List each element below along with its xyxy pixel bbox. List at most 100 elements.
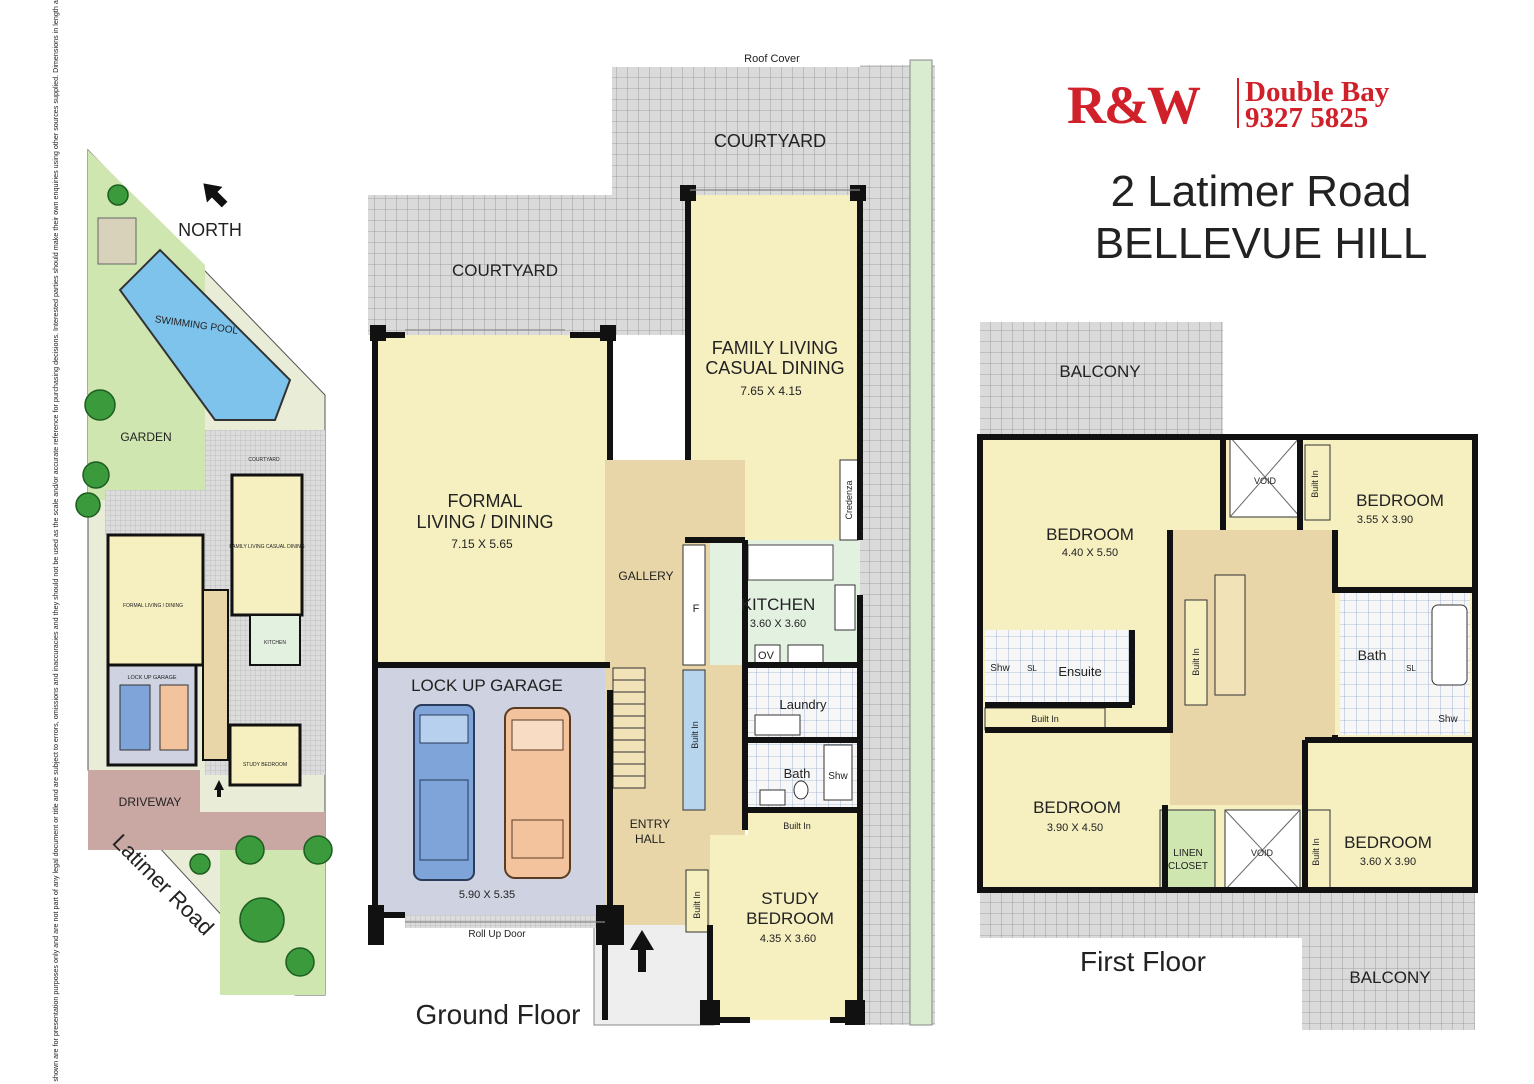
site-study: [228, 723, 302, 787]
courtyard-top-label: COURTYARD: [714, 131, 826, 151]
linen-label-1: LINEN: [1173, 848, 1202, 859]
built-in-bed1: [1184, 599, 1208, 706]
brand-phone: 9327 5825: [1245, 102, 1368, 134]
ground-floor-plan: Roof Cover COURTYARD COURTYARD FAMILY LI…: [368, 53, 935, 1030]
ground-columns: [368, 185, 866, 1025]
built-in-gallery: [682, 669, 706, 811]
built-in-label-bed1: Built In: [1191, 648, 1201, 676]
roof-cover-label: Roof Cover: [744, 53, 800, 65]
kitchen-sink-icon: [834, 584, 856, 631]
study-label-1: STUDY: [761, 889, 819, 908]
void-top-label: VOID: [1254, 476, 1277, 486]
kitchen-bench: [747, 544, 834, 581]
site-formal-label: FORMAL LIVING / DINING: [123, 603, 183, 609]
agency-brand: R&W Double Bay 9327 5825: [1067, 75, 1390, 135]
basin-icon: [759, 789, 786, 806]
bed1-dim: 4.40 X 5.50: [1062, 547, 1118, 559]
bath-label: Bath: [784, 766, 811, 781]
site-courtyard-left: [105, 490, 205, 535]
site-courtyard-label: COURTYARD: [248, 457, 280, 463]
main-bath-label: Bath: [1358, 647, 1387, 663]
courtyard-top: [612, 67, 867, 195]
courtyard-left-label: COURTYARD: [452, 261, 558, 280]
site-car-1: [119, 684, 151, 751]
site-plan: NORTH SWIMMING POOL GARDEN COURTYARD FAM…: [75, 148, 333, 996]
disclaimer: Plans shown are for presentation purpose…: [51, 0, 60, 1084]
shower-label: Shw: [828, 771, 848, 782]
built-in-label-3: Built In: [783, 821, 811, 831]
garage-label: LOCK UP GARAGE: [411, 676, 563, 695]
formal-label-2: LIVING / DINING: [416, 512, 553, 532]
courtyard-left: [368, 195, 688, 335]
credenza-label: Credenza: [844, 480, 854, 519]
linen-label-2: CLOSET: [1168, 861, 1208, 872]
site-formal: [106, 533, 205, 667]
side-planter: [909, 59, 933, 1026]
bed1-label: BEDROOM: [1046, 525, 1134, 544]
site-driveway: [88, 770, 325, 850]
laundry-tub-icon: [754, 714, 801, 736]
built-in-label-1: Built In: [690, 721, 700, 749]
main-bath-shower-label: Shw: [1438, 714, 1458, 725]
lock-up-garage: [375, 665, 610, 915]
kitchen-label: KITCHEN: [741, 595, 816, 614]
north-label: NORTH: [178, 220, 242, 240]
ensuite-sl-label: SL: [1027, 664, 1037, 673]
shower-unit: [823, 744, 853, 801]
first-floor-caption: First Floor: [1080, 946, 1206, 977]
family-living-label-1: FAMILY LIVING: [712, 338, 838, 358]
site-garage-label: LOCK UP GARAGE: [127, 675, 176, 681]
north-arrow-icon: [203, 183, 228, 208]
bed4-label: BEDROOM: [1344, 833, 1432, 852]
balcony-bottom: [980, 890, 1475, 1030]
built-in-study-side: [685, 869, 709, 933]
site-garden-label: GARDEN: [120, 430, 171, 444]
main-bath-sl-label: SL: [1406, 664, 1416, 673]
bed2-label: BEDROOM: [1356, 491, 1444, 510]
bed2-dim: 3.55 X 3.90: [1357, 514, 1413, 526]
roll-up-door-label: Roll Up Door: [468, 929, 526, 940]
site-study-label: STUDY BEDROOM: [243, 762, 287, 768]
bed3-label: BEDROOM: [1033, 798, 1121, 817]
first-walls: [977, 434, 1478, 893]
site-kitchen-label: KITCHEN: [264, 640, 286, 646]
garage-dim: 5.90 X 5.35: [459, 889, 515, 901]
formal-living-room: [375, 335, 610, 665]
fridge-unit: [682, 544, 706, 666]
built-in-label-bed2: Built In: [1310, 470, 1320, 498]
ensuite-shower-label: Shw: [990, 663, 1010, 674]
bed4-dim: 3.60 X 3.90: [1360, 856, 1416, 868]
site-pool: [118, 248, 292, 421]
site-gallery: [202, 589, 229, 761]
entry-hall-label-2: HALL: [635, 832, 665, 846]
formal-dim: 7.15 X 5.65: [451, 537, 513, 551]
built-in-bed4: [1304, 809, 1331, 891]
built-in-bed2: [1304, 444, 1331, 521]
study-bedroom-room: [710, 835, 860, 1020]
entry-arrow-icon: [630, 930, 654, 972]
site-entry-arrow-icon: [214, 780, 224, 797]
void-bottom-label: VOID: [1251, 848, 1274, 858]
brand-logo: R&W: [1067, 75, 1201, 135]
car-2-icon: [504, 707, 571, 879]
balcony-top-label: BALCONY: [1059, 362, 1140, 381]
address-suburb: BELLEVUE HILL: [1095, 219, 1428, 268]
sliding-doors: [405, 189, 860, 923]
gallery-stairs: [612, 667, 646, 789]
built-in-label-2: Built In: [692, 891, 702, 919]
ensuite-label: Ensuite: [1058, 664, 1101, 679]
site-terrace: [97, 217, 137, 265]
study-dim: 4.35 X 3.60: [760, 933, 816, 945]
balcony-bottom-label: BALCONY: [1349, 968, 1430, 987]
bathtub-icon: [1431, 604, 1468, 686]
family-living-label-2: CASUAL DINING: [705, 358, 844, 378]
ground-floor-caption: Ground Floor: [416, 999, 581, 1030]
first-stairs: [1214, 574, 1246, 696]
toilet-icon: [793, 780, 809, 800]
car-1-icon: [413, 704, 475, 881]
bed3-dim: 3.90 X 4.50: [1047, 822, 1103, 834]
site-family-label: FAMILY LIVING CASUAL DINING: [229, 544, 304, 550]
site-kitchen: [249, 614, 301, 666]
disclaimer-text: Plans shown are for presentation purpose…: [51, 0, 60, 1084]
